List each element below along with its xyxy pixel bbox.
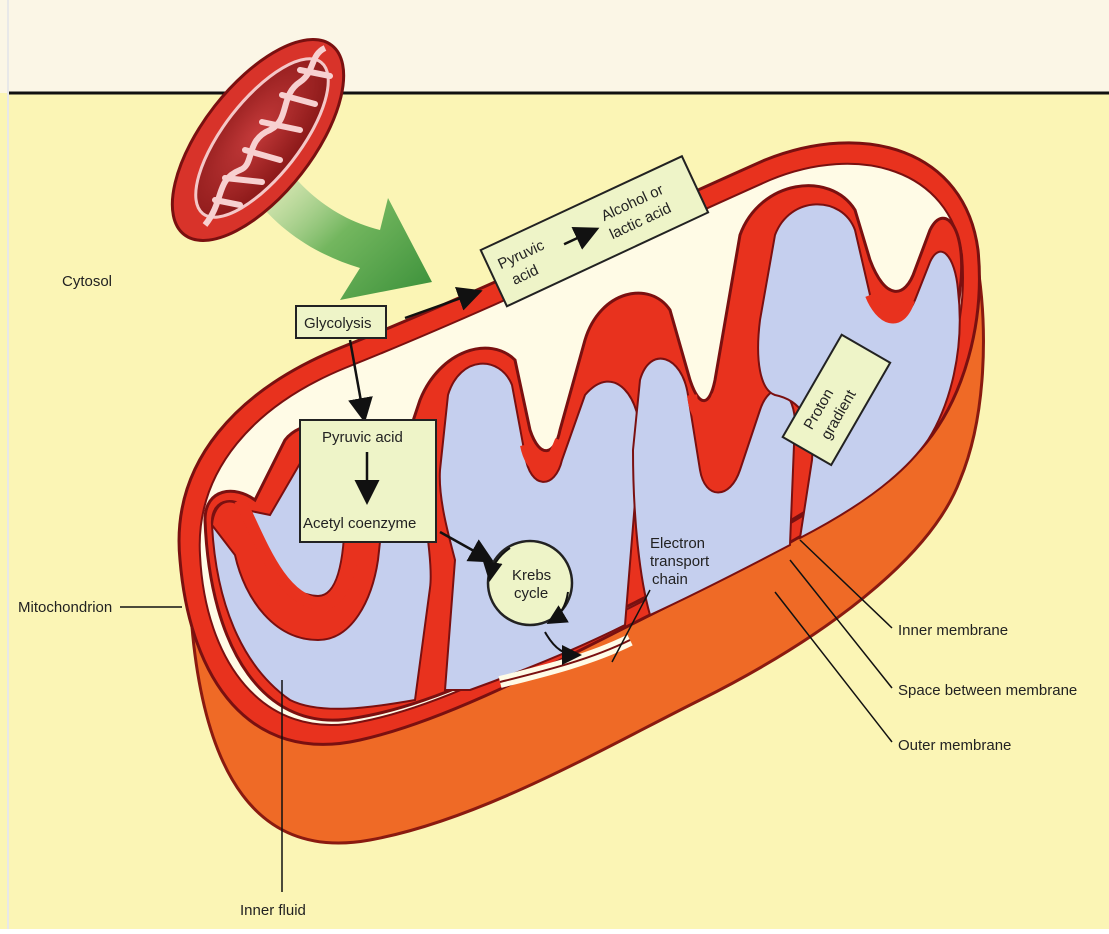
- glycolysis-label: Glycolysis: [304, 315, 372, 332]
- etc-label-3: chain: [652, 571, 688, 588]
- etc-label-2: transport: [650, 553, 710, 570]
- outer-membrane-label: Outer membrane: [898, 737, 1011, 754]
- krebs-label-1: Krebs: [512, 567, 551, 584]
- top-band: [0, 0, 1109, 93]
- krebs-label-2: cycle: [514, 585, 548, 602]
- etc-label-1: Electron: [650, 535, 705, 552]
- cytosol-label: Cytosol: [62, 273, 112, 290]
- space-between-label: Space between membrane: [898, 682, 1077, 699]
- mitochondrion-label: Mitochondrion: [18, 599, 112, 616]
- inner-fluid-label: Inner fluid: [240, 902, 306, 919]
- inner-membrane-label: Inner membrane: [898, 622, 1008, 639]
- pyruvic-acid-label: Pyruvic acid: [322, 429, 403, 446]
- acetyl-coenzyme-label: Acetyl coenzyme: [303, 515, 416, 532]
